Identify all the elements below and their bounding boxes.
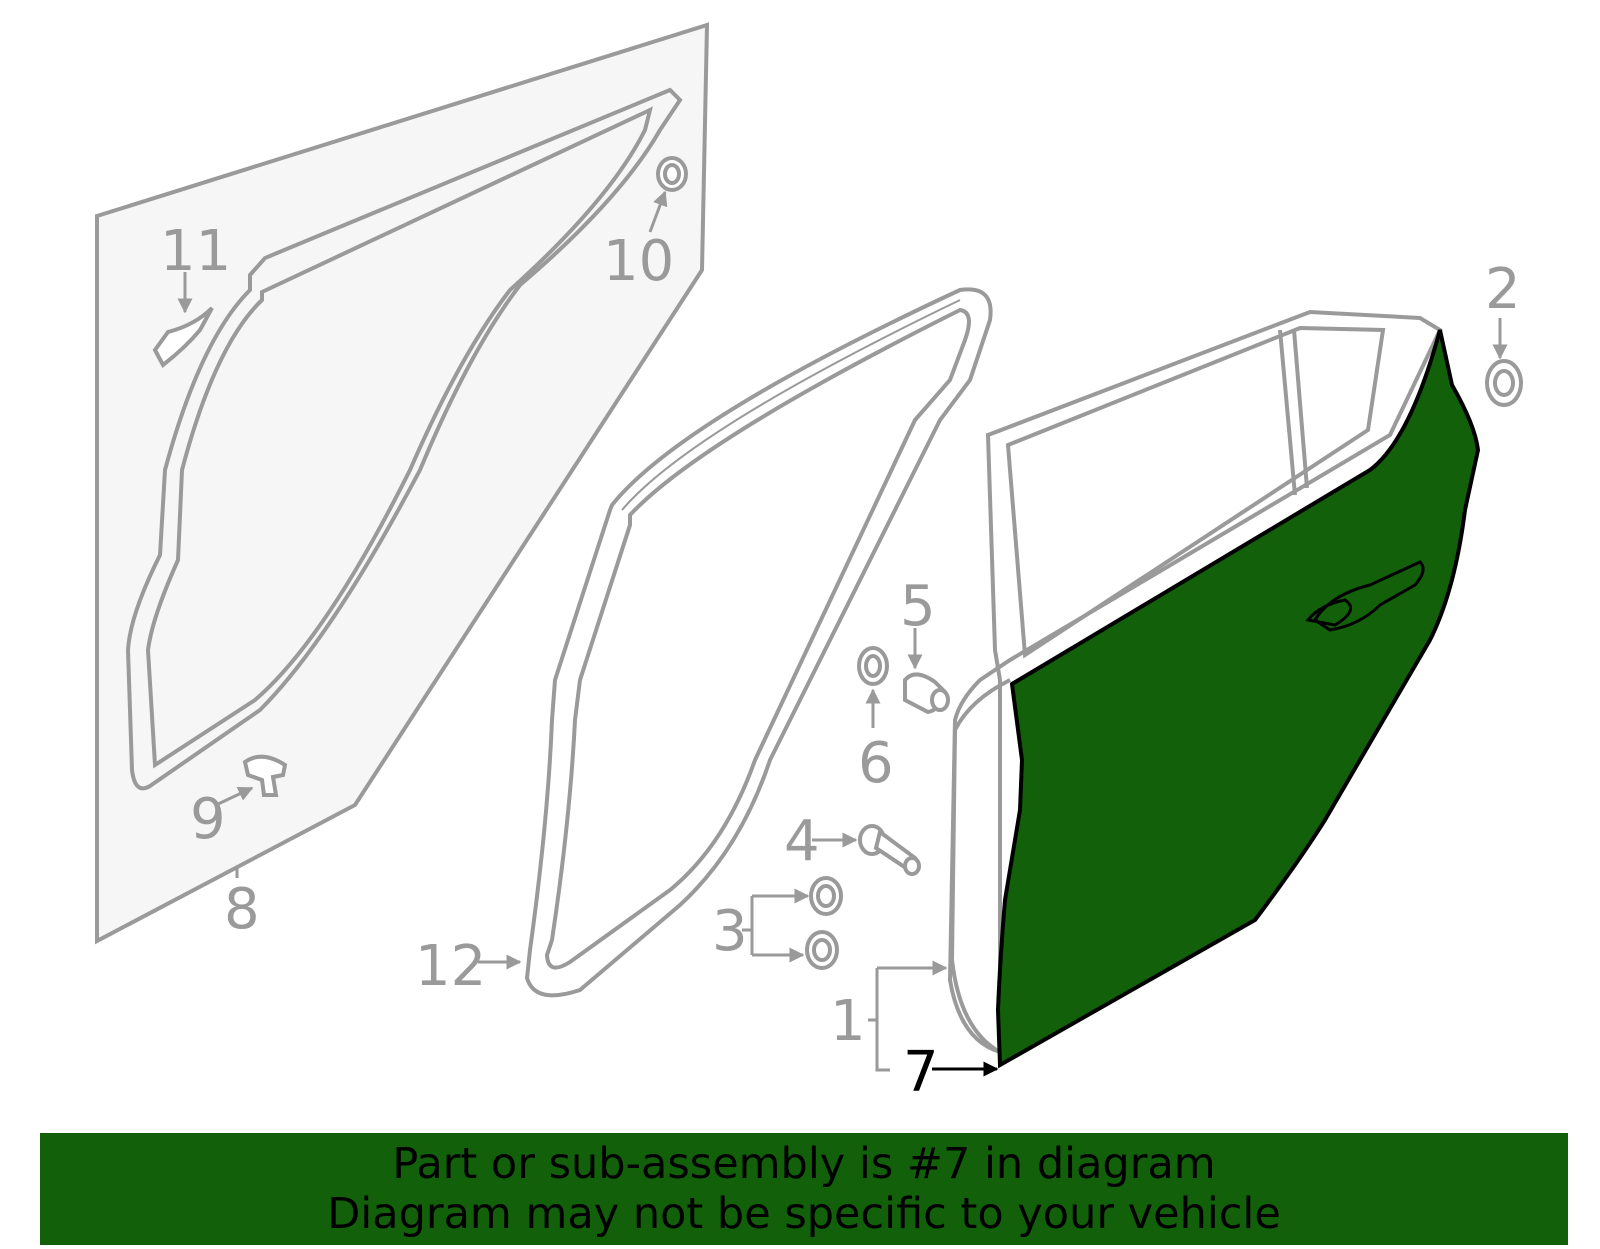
callout-4: 4 [784, 809, 820, 874]
clip-part-10 [656, 156, 688, 192]
callout-8: 8 [224, 877, 260, 942]
callout-3: 3 [712, 899, 748, 964]
clip-part-9 [242, 754, 288, 797]
bracket-1 [868, 960, 948, 1072]
bumper-part-5 [903, 672, 950, 715]
info-banner: Part or sub-assembly is #7 in diagram Di… [40, 1133, 1568, 1245]
callout-6: 6 [858, 731, 894, 796]
door-handle [1305, 560, 1425, 632]
arrow-10 [648, 190, 668, 233]
arrow-9 [215, 786, 254, 807]
door-frame-part-1 [947, 309, 1443, 1055]
callout-10: 10 [603, 229, 674, 294]
grommet-part-2 [1485, 359, 1523, 407]
callout-2: 2 [1485, 257, 1521, 322]
nuts-part-3 [805, 876, 843, 970]
callout-12: 12 [415, 934, 486, 999]
callout-7: 7 [903, 1040, 939, 1105]
weatherstrip-part-8 [125, 87, 683, 791]
callout-5: 5 [900, 574, 936, 639]
bracket-3 [742, 888, 810, 963]
molding-part-11 [152, 306, 214, 369]
callout-1: 1 [830, 989, 866, 1054]
callout-11: 11 [160, 219, 231, 284]
door-panel-part-7 [995, 329, 1481, 1069]
banner-line-2: Diagram may not be specific to your vehi… [327, 1189, 1281, 1239]
grommet-part-6 [857, 646, 889, 686]
callout-9: 9 [190, 787, 226, 852]
banner-line-1: Part or sub-assembly is #7 in diagram [392, 1139, 1216, 1189]
bolt-part-4 [858, 824, 921, 876]
weatherstrip-part-12 [524, 287, 993, 998]
